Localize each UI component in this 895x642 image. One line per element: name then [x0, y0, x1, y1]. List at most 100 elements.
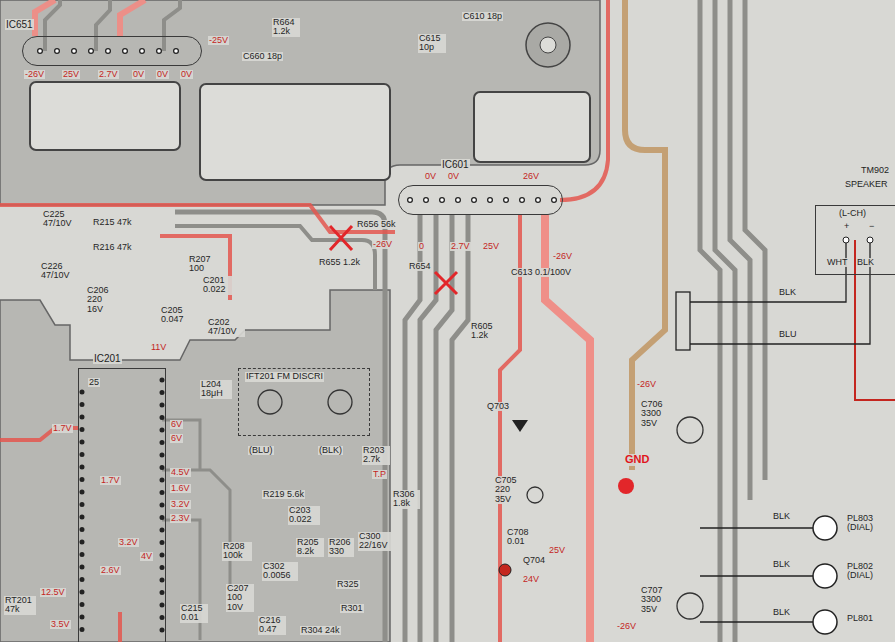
part-label: C207 100 10V [226, 584, 254, 612]
part-label: C660 18p [242, 52, 283, 61]
pad [676, 292, 690, 350]
part-label: R208 100k [222, 542, 252, 561]
shield-can-outline: IFT201 FM DISCRI [238, 368, 370, 436]
voltage-label: T.P [372, 470, 387, 479]
part-label: RT201 47k [4, 596, 36, 615]
ic-pin-strip: IC601 [398, 185, 563, 215]
component-designator: (L-CH) [838, 209, 867, 219]
part-label: C215 0.01 [180, 604, 208, 623]
capacitor-symbol [677, 593, 703, 619]
mount-hole [526, 23, 570, 67]
voltage-label: 4V [140, 552, 153, 561]
voltage-label: 25V [548, 546, 566, 555]
cross-mark [435, 272, 457, 294]
diode-symbol [512, 420, 528, 432]
part-label: PL802 (DIAL) [846, 562, 878, 581]
part-label: R219 5.6k [262, 490, 305, 499]
ground-dot [618, 478, 634, 494]
voltage-label: 11V [150, 343, 167, 352]
part-label: BLK [772, 608, 791, 617]
part-label: C225 47/10V [42, 210, 80, 229]
copper-trace [745, 0, 765, 480]
component-designator: IFT201 FM DISCRI [245, 372, 324, 382]
part-label: R203 2.7k [362, 446, 390, 465]
ic-pin-strip: IC651 [22, 36, 202, 66]
voltage-label: 25V [62, 70, 80, 79]
voltage-label: 1.7V [100, 476, 121, 485]
part-label: C203 0.022 [288, 506, 320, 525]
transistor-symbol [499, 564, 511, 576]
ic-pins [40, 48, 193, 54]
part-label: R216 47k [92, 243, 133, 252]
part-label: R207 100 [188, 255, 216, 274]
ic-pins [160, 380, 165, 640]
highlighted-trace [545, 215, 590, 642]
highlighted-trace [0, 205, 395, 232]
voltage-label: 3.2V [118, 538, 139, 547]
capacitor-symbol [677, 417, 703, 443]
part-label: C705 220 35V [494, 476, 522, 504]
highlighted-trace [500, 215, 520, 642]
component-designator: IC601 [441, 159, 470, 170]
capacitor-symbol [527, 487, 543, 503]
part-label: R304 24k [300, 626, 341, 635]
mount-hole [540, 37, 556, 53]
voltage-label: 3.2V [170, 500, 191, 509]
voltage-label: 3.5V [50, 620, 71, 629]
part-label: BLU [778, 330, 798, 339]
part-label: C615 10p [418, 34, 446, 53]
copper-trace [162, 420, 230, 640]
part-label: Q703 [486, 402, 510, 411]
part-label: C708 0.01 [506, 528, 534, 547]
copper-trace [45, 0, 180, 51]
copper-trace [175, 212, 385, 642]
heatsink-area [200, 84, 390, 180]
voltage-label: -26V [372, 240, 393, 249]
dial-lamp-symbol [813, 516, 837, 540]
ic-outline: IC201 [78, 368, 166, 642]
voltage-label: 4.5V [170, 468, 191, 477]
part-label: WHT [826, 258, 849, 267]
part-label: C613 0.1/100V [510, 268, 572, 277]
part-label: R325 [336, 580, 360, 589]
part-label: R655 1.2k [318, 258, 361, 267]
part-label: (BLK) [318, 446, 343, 455]
part-label: R205 8.2k [296, 538, 324, 557]
voltage-label: 0V [447, 172, 460, 181]
part-label: C300 22/16V [358, 532, 394, 551]
part-label: R215 47k [92, 218, 133, 227]
voltage-label: 2.3V [170, 514, 191, 523]
highlighted-trace [35, 0, 145, 36]
heatsink-area [474, 92, 590, 162]
component-designator: IC651 [5, 19, 34, 30]
voltage-label: -26V [552, 252, 573, 261]
voltage-label: 25V [482, 242, 500, 251]
part-label: R664 1.2k [272, 18, 300, 37]
part-label: C706 3300 35V [640, 400, 668, 428]
ic-pins [80, 392, 85, 640]
ground-label: GND [624, 454, 650, 466]
voltage-label: -26V [616, 622, 637, 631]
part-label: R654 [408, 262, 432, 271]
cross-mark [330, 226, 352, 250]
voltage-label: 0 [418, 242, 425, 251]
part-label: R306 1.8k [392, 490, 420, 509]
part-label: (BLU) [248, 446, 274, 455]
highlighted-trace [0, 236, 230, 642]
copper-trace [452, 215, 468, 642]
voltage-label: 24V [522, 575, 540, 584]
part-label: C205 0.047 [160, 306, 192, 325]
part-label: C226 47/10V [40, 262, 78, 281]
voltage-label: -25V [208, 36, 229, 45]
coil-symbol [258, 390, 282, 414]
part-label: BLK [772, 512, 791, 521]
part-label: R656 56k [356, 220, 397, 229]
speaker-wire [690, 243, 870, 344]
voltage-label: 0V [424, 172, 437, 181]
part-label: 25 [88, 378, 100, 387]
part-label: C216 0.47 [258, 616, 286, 635]
part-label: C202 47/10V [207, 318, 245, 337]
part-label: C707 3300 35V [640, 586, 668, 614]
part-label: − [868, 222, 875, 231]
